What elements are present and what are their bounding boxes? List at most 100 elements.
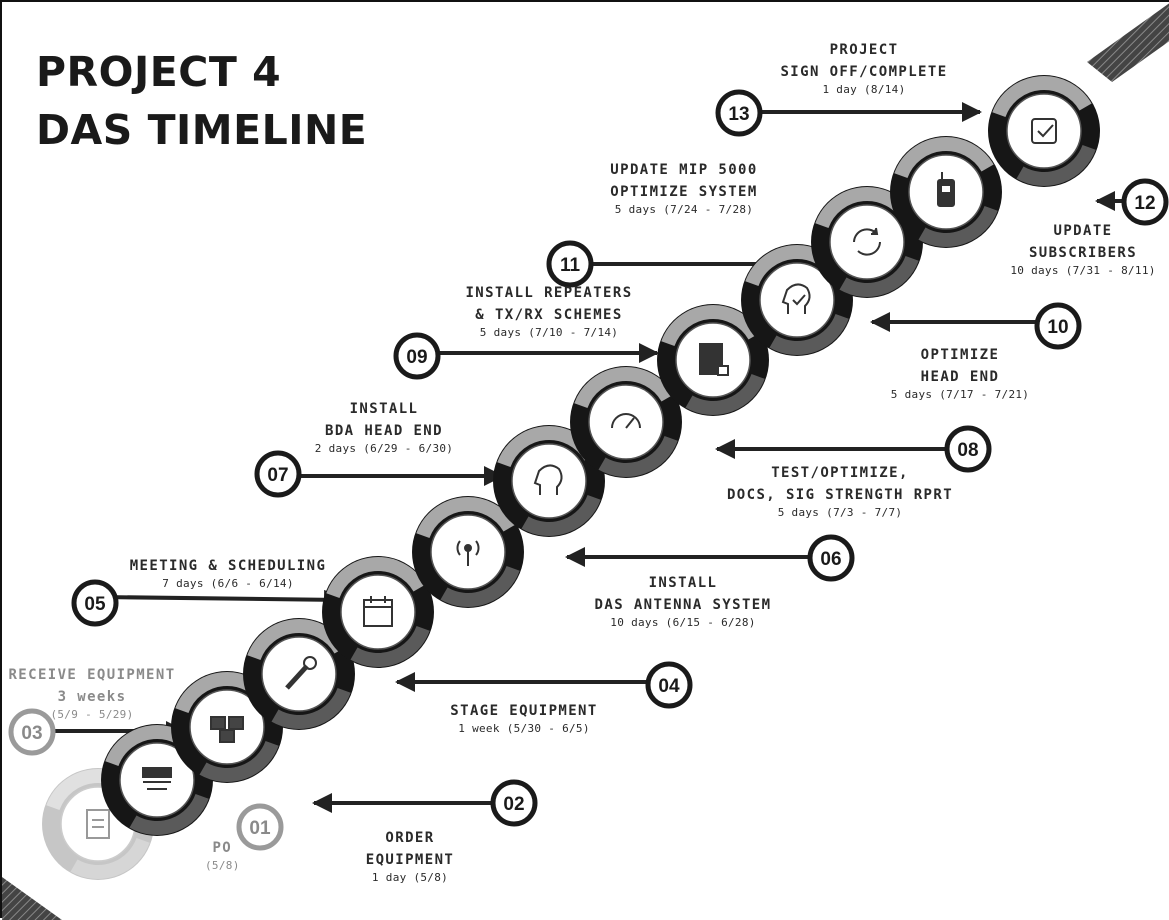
step-number: 11 (560, 255, 581, 276)
gauge-icon (611, 413, 641, 429)
step-label-07: INSTALL BDA HEAD END 2 days (6/29 - 6/30) (315, 398, 453, 456)
server-rack-icon (699, 343, 729, 376)
step-badge-10: 10 (1034, 302, 1082, 350)
step-label-09: INSTALL REPEATERS & TX/RX SCHEMES 5 days (… (465, 282, 632, 340)
step-title-line: RECEIVE EQUIPMENT (8, 667, 176, 683)
step-badge-08: 08 (944, 425, 992, 473)
step-title-line: STAGE EQUIPMENT (450, 703, 598, 719)
step-duration: 5 days (7/17 - 7/21) (890, 388, 1030, 401)
step-number-badges: 01 02 03 04 05 06 07 08 09 10 11 12 13 (8, 89, 1169, 851)
ribbon-end-top (1087, 3, 1169, 82)
step-badge-07: 07 (254, 450, 302, 498)
head-gear-icon (533, 464, 563, 495)
step-number: 08 (957, 440, 978, 461)
milestone-ring-07 (493, 425, 605, 537)
step-duration: 1 day (5/8) (371, 871, 449, 884)
step-badge-12: 12 (1121, 178, 1169, 226)
milestone-ring-09 (657, 304, 769, 416)
step-duration: 1 week (5/30 - 6/5) (458, 722, 590, 735)
step-title-line: MEETING & SCHEDULING (129, 558, 327, 574)
checkbox-icon (1031, 118, 1057, 144)
step-number: 10 (1047, 317, 1068, 338)
step-title-line: UPDATE (1053, 223, 1113, 239)
step-title-line: OPTIMIZE SYSTEM (610, 184, 758, 200)
calendar-icon (363, 596, 393, 627)
step-duration: 2 days (6/29 - 6/30) (314, 442, 454, 455)
step-number: 04 (658, 676, 680, 697)
step-title-line: DOCS, SIG STRENGTH RPRT (726, 487, 954, 503)
milestone-ring-06 (412, 496, 524, 608)
step-number: 13 (728, 104, 749, 125)
step-number: 02 (503, 794, 524, 815)
step-title-line: HEAD END (920, 369, 1000, 385)
step-title-line: & TX/RX SCHEMES (475, 307, 623, 323)
step-badge-04: 04 (645, 661, 693, 709)
step-badge-09: 09 (393, 332, 441, 380)
step-duration: 5 days (7/3 - 7/7) (777, 506, 903, 519)
milestone-ring-08 (570, 366, 682, 478)
step-title-line: ORDER (385, 830, 435, 846)
step-title-line: PO (212, 840, 233, 856)
step-title-line: INSTALL REPEATERS (465, 285, 633, 301)
step-label-01: PO (5/8) (205, 837, 240, 873)
step-duration: (5/8) (205, 859, 240, 872)
step-label-05: MEETING & SCHEDULING 7 days (6/6 - 6/14) (130, 555, 327, 591)
milestone-ring-13 (988, 75, 1100, 187)
page-title-line2: DAS TIMELINE (36, 106, 368, 154)
milestone-rings (42, 75, 1100, 880)
wrench-icon (285, 656, 317, 690)
step-label-03: RECEIVE EQUIPMENT 3 weeks (5/9 - 5/29) (8, 664, 175, 722)
purchase-order-icon (142, 767, 172, 790)
boxes-icon (210, 716, 244, 743)
step-label-02: ORDER EQUIPMENT 1 day (5/8) (366, 827, 454, 885)
step-badge-11: 11 (546, 240, 594, 288)
step-title-line: OPTIMIZE (920, 347, 1000, 363)
step-title-line: BDA HEAD END (325, 423, 443, 439)
step-badge-02: 02 (490, 779, 538, 827)
step-title-line: EQUIPMENT (365, 852, 455, 868)
step-duration: 5 days (7/24 - 7/28) (614, 203, 754, 216)
step-duration: 10 days (6/15 - 6/28) (610, 616, 756, 629)
page-title-line1: PROJECT 4 (36, 48, 282, 96)
step-number: 12 (1134, 193, 1155, 214)
step-number: 03 (21, 723, 42, 744)
connector-05 (101, 589, 344, 610)
step-title-line: UPDATE MIP 5000 (610, 162, 758, 178)
radio-icon (937, 172, 955, 207)
step-title-line: INSTALL (349, 401, 419, 417)
document-icon (86, 809, 110, 839)
ribbon-end-bottom (2, 877, 62, 920)
step-label-04: STAGE EQUIPMENT 1 week (5/30 - 6/5) (450, 700, 597, 736)
step-number: 05 (84, 594, 106, 615)
step-badge-03: 03 (8, 708, 56, 756)
step-duration: 5 days (7/10 - 7/14) (479, 326, 619, 339)
step-badge-13: 13 (715, 89, 763, 137)
milestone-ring-04 (243, 618, 355, 730)
step-label-12: UPDATE SUBSCRIBERS 10 days (7/31 - 8/11) (1010, 220, 1155, 278)
step-title-line: TEST/OPTIMIZE, (771, 465, 909, 481)
step-title-line: 3 weeks (57, 689, 127, 705)
step-badge-06: 06 (807, 534, 855, 582)
antenna-icon (456, 540, 480, 566)
step-badge-05: 05 (71, 579, 119, 627)
milestone-ring-05 (322, 556, 434, 668)
step-badge-01: 01 (236, 803, 284, 851)
step-title-line: SUBSCRIBERS (1028, 245, 1138, 261)
step-duration: (5/9 - 5/29) (50, 708, 134, 721)
step-label-08: TEST/OPTIMIZE, DOCS, SIG STRENGTH RPRT 5 d… (727, 462, 953, 520)
step-label-10: OPTIMIZE HEAD END 5 days (7/17 - 7/21) (891, 344, 1029, 402)
step-title-line: SIGN OFF/COMPLETE (780, 64, 948, 80)
step-number: 06 (820, 549, 841, 570)
step-duration: 1 day (8/14) (822, 83, 906, 96)
step-title-line: DAS ANTENNA SYSTEM (594, 597, 772, 613)
step-duration: 7 days (6/6 - 6/14) (162, 577, 294, 590)
milestone-ring-12 (890, 136, 1002, 248)
step-duration: 10 days (7/31 - 8/11) (1010, 264, 1156, 277)
step-number: 01 (249, 818, 271, 839)
